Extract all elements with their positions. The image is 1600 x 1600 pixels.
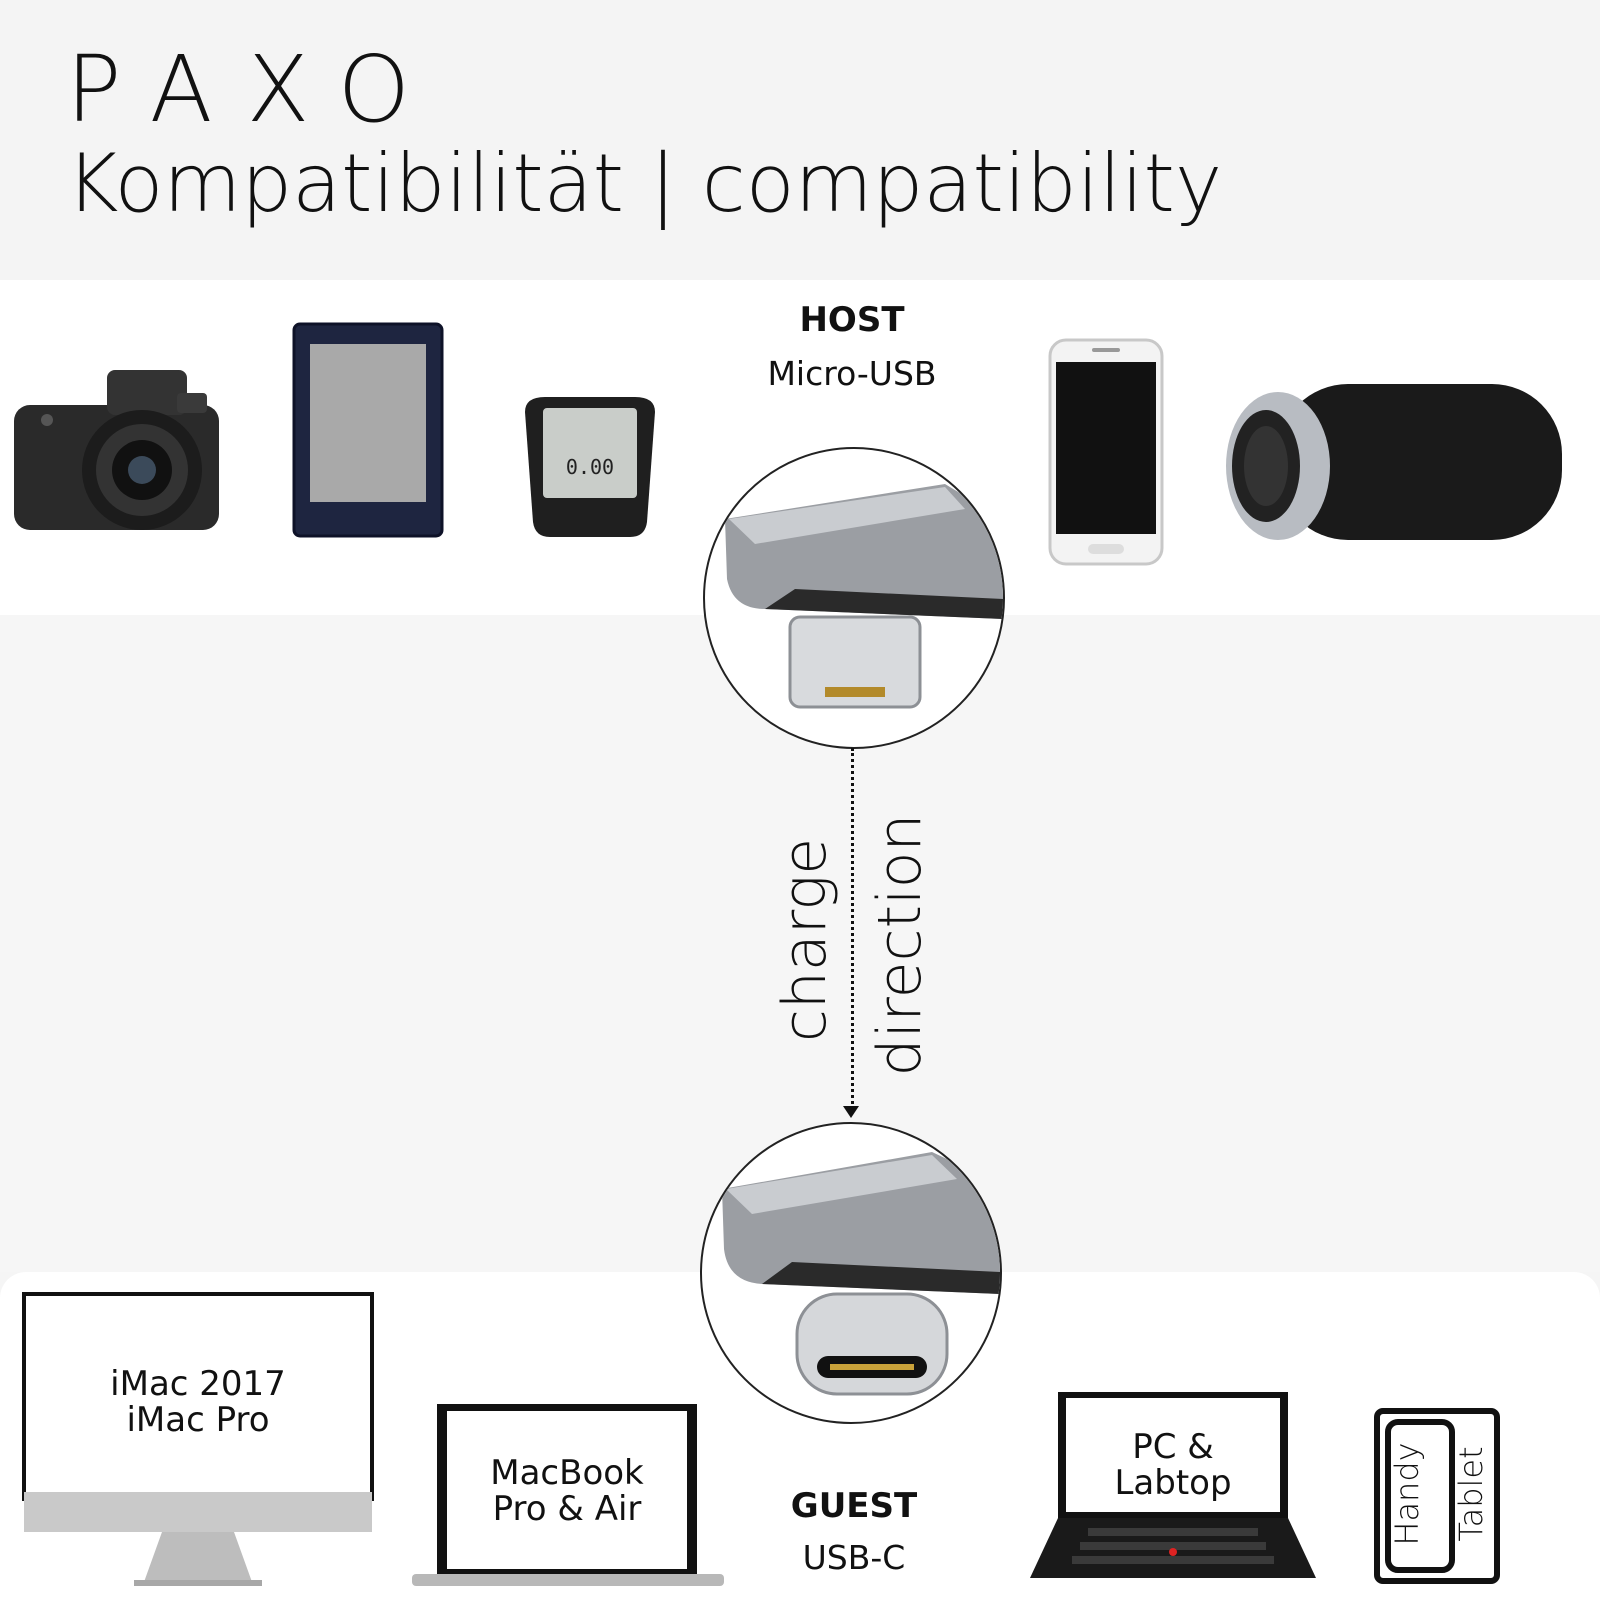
header: PAXO Kompatibilität | compatibility bbox=[0, 0, 1600, 280]
handy-label: Handy bbox=[1388, 1442, 1426, 1546]
direction-label: direction bbox=[865, 813, 935, 1077]
macbook-line-2: Pro & Air bbox=[492, 1488, 642, 1529]
macbook-label: MacBook Pro & Air bbox=[442, 1453, 692, 1529]
micro-usb-adapter-icon bbox=[703, 447, 1005, 749]
pc-line-1: PC & bbox=[1132, 1427, 1214, 1467]
ereader-icon bbox=[292, 322, 444, 538]
laptop-icon bbox=[1030, 1392, 1316, 1578]
camera-icon bbox=[14, 370, 219, 530]
imac-line-1: iMac 2017 bbox=[110, 1364, 286, 1404]
guest-title: GUEST bbox=[790, 1486, 918, 1526]
imac-icon bbox=[22, 1292, 374, 1586]
page-title: Kompatibilität | compatibility bbox=[66, 137, 1223, 230]
pc-label: PC & Labtop bbox=[1062, 1427, 1284, 1503]
charge-direction-line bbox=[851, 748, 854, 1110]
svg-text:0.00: 0.00 bbox=[566, 455, 614, 479]
host-title: HOST bbox=[799, 300, 905, 340]
usb-c-adapter-icon bbox=[700, 1122, 1002, 1424]
imac-line-2: iMac Pro bbox=[126, 1399, 270, 1440]
host-connector-label: Micro-USB bbox=[767, 354, 937, 393]
imac-label: iMac 2017 iMac Pro bbox=[22, 1364, 374, 1440]
tablet-label: Tablet bbox=[1452, 1446, 1490, 1542]
smartphone-icon bbox=[1048, 338, 1164, 566]
charge-label: charge bbox=[770, 837, 840, 1043]
speaker-icon bbox=[1226, 384, 1562, 540]
pc-line-2: Labtop bbox=[1114, 1462, 1232, 1503]
macbook-icon bbox=[412, 1404, 724, 1586]
bike-computer-icon: 0.00 bbox=[525, 397, 655, 537]
tablet-phone-icon bbox=[1374, 1408, 1500, 1584]
guest-connector-label: USB-C bbox=[802, 1538, 906, 1577]
brand-logo: PAXO bbox=[66, 36, 445, 143]
macbook-line-1: MacBook bbox=[490, 1453, 644, 1493]
arrow-down-icon bbox=[843, 1106, 859, 1118]
